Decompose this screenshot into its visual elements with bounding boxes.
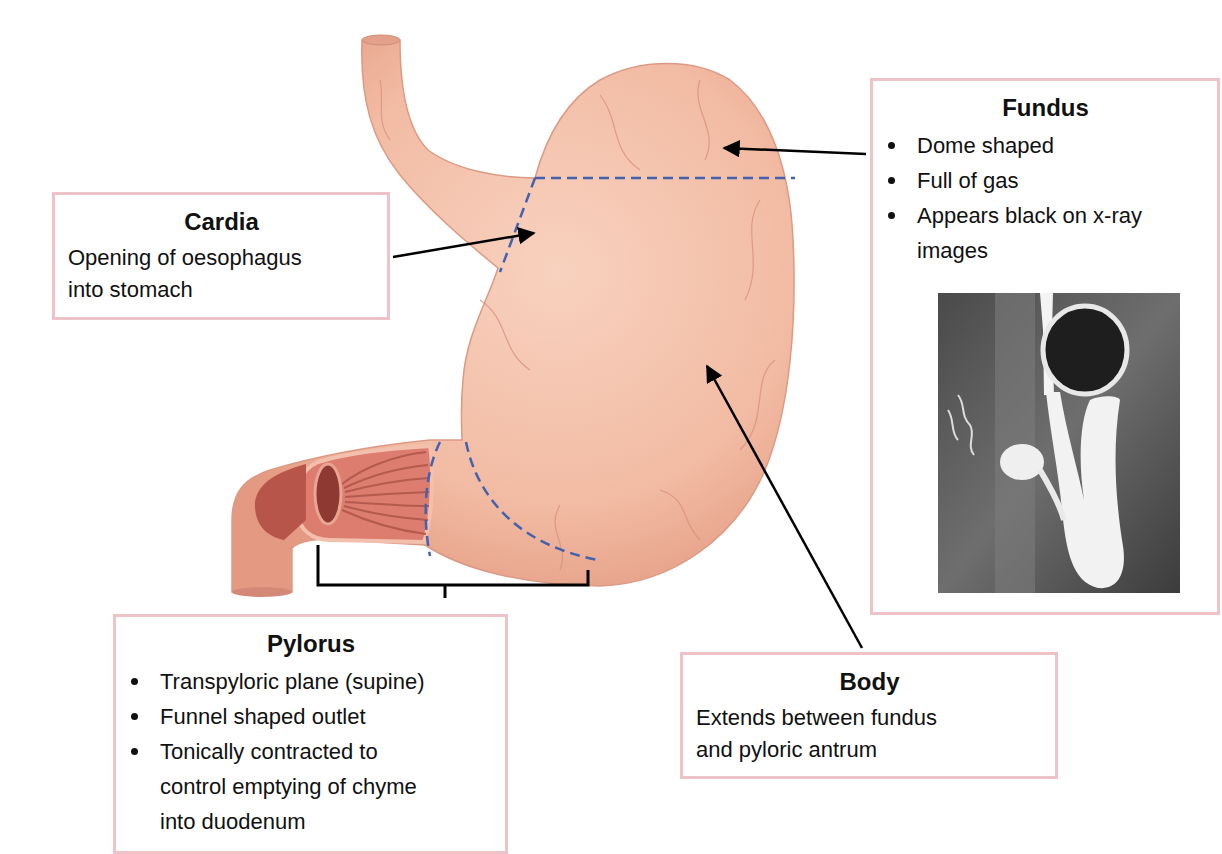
callout-heading: Pylorus [129, 628, 493, 659]
vessel [660, 490, 700, 540]
fold [344, 465, 428, 488]
xray-image [938, 293, 1180, 593]
fold [345, 492, 429, 497]
oesophagus-opening [362, 35, 400, 45]
xray-stomach-body [1046, 392, 1124, 588]
bullet-text: Transpyloric plane (supine) [160, 664, 425, 699]
callout-text: Extends between fundus and pyloric antru… [696, 702, 958, 766]
vessel [600, 95, 640, 170]
xray-gas-bubble [1043, 306, 1127, 394]
duodenal-lumen [255, 464, 306, 540]
bullet-item: Full of gas [886, 163, 1205, 198]
pylorus-callout: PylorusTranspyloric plane (supine)Funnel… [113, 614, 508, 854]
bullet-text: Tonically contracted to control emptying… [160, 734, 445, 839]
xray-spine [995, 293, 1035, 593]
fold [344, 506, 428, 520]
stomach-outline [232, 40, 794, 592]
bullet-dot [131, 713, 138, 720]
bullet-item: Funnel shaped outlet [129, 699, 493, 734]
body-callout: BodyExtends between fundus and pyloric a… [680, 652, 1058, 779]
pyloric-canal-interior [295, 446, 432, 542]
region-boundaries [426, 178, 795, 560]
fundus-boundary [535, 177, 795, 180]
fold [345, 478, 429, 492]
surface-vessels [380, 80, 775, 570]
pylorus-bracket [318, 545, 588, 598]
vessel [380, 80, 390, 140]
bullet-item: Tonically contracted to control emptying… [129, 734, 493, 839]
callout-content: FundusDome shapedFull of gasAppears blac… [886, 92, 1205, 268]
vessel [555, 505, 562, 570]
antrum-boundary [466, 442, 598, 560]
callout-heading: Body [696, 666, 1043, 697]
callout-content: CardiaOpening of oesophagus into stomach [68, 206, 375, 306]
bullet-text: Dome shaped [917, 128, 1054, 163]
cardia-callout: CardiaOpening of oesophagus into stomach [52, 192, 390, 320]
xray-bowel-pattern [948, 395, 974, 455]
mucosal-folds [342, 452, 429, 534]
duodenum-cut-end [232, 587, 292, 597]
vessel [745, 200, 760, 300]
bullet-text: Appears black on x-ray images [917, 198, 1177, 268]
xray-background [938, 293, 1180, 593]
callout-content: BodyExtends between fundus and pyloric a… [696, 666, 1043, 766]
xray-duodenum [1040, 470, 1064, 520]
leader-arrow [707, 366, 862, 648]
leader-arrow [393, 233, 534, 257]
fold [345, 502, 429, 506]
callout-content: PylorusTranspyloric plane (supine)Funnel… [129, 628, 493, 839]
bullet-dot [888, 142, 895, 149]
pylorus-boundary [426, 442, 440, 556]
bullet-item: Transpyloric plane (supine) [129, 664, 493, 699]
xray-bowel [948, 410, 958, 440]
callout-heading: Fundus [886, 92, 1205, 123]
bullet-item: Dome shaped [886, 128, 1205, 163]
vessel [480, 300, 530, 370]
xray-duodenal-cap [1000, 444, 1044, 480]
pyloric-sphincter [315, 464, 341, 524]
vessel [698, 80, 709, 160]
bullet-text: Funnel shaped outlet [160, 699, 366, 734]
bullet-dot [888, 212, 895, 219]
fundus-callout: FundusDome shapedFull of gasAppears blac… [870, 78, 1220, 615]
bullet-dot [131, 748, 138, 755]
leader-arrow [724, 148, 866, 154]
bullet-dot [131, 678, 138, 685]
leader-arrows [393, 148, 866, 648]
bullet-dot [888, 177, 895, 184]
xray-bowel [958, 395, 974, 455]
bullet-item: Appears black on x-ray images [886, 198, 1205, 268]
callout-heading: Cardia [68, 206, 375, 237]
callout-text: Opening of oesophagus into stomach [68, 242, 318, 306]
bullet-text: Full of gas [917, 163, 1019, 198]
cardia-boundary [500, 178, 535, 272]
fold [342, 510, 426, 534]
